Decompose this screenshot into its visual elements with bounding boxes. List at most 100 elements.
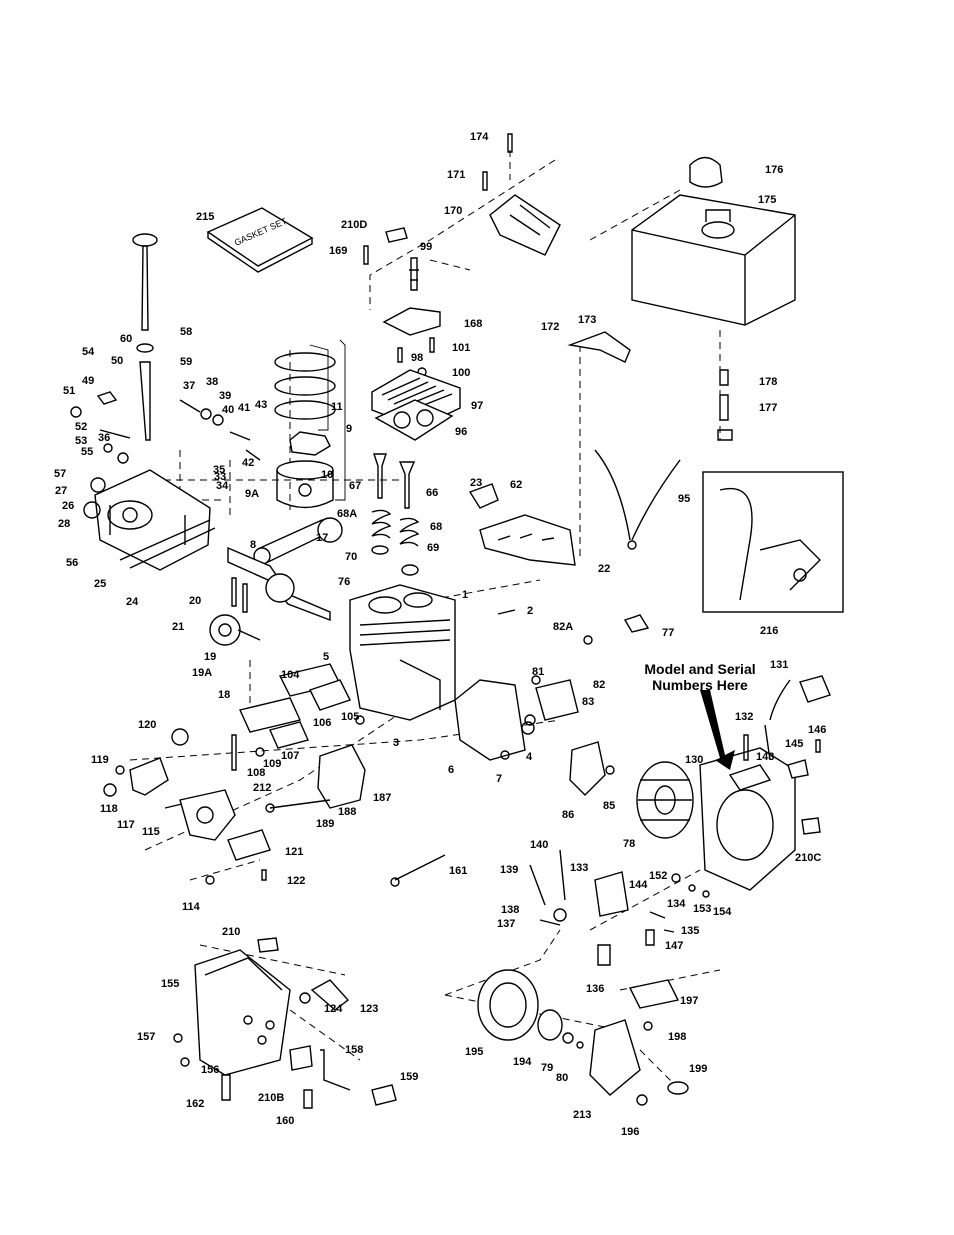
part-number-label: 143 bbox=[756, 751, 774, 763]
part-number-label: 18 bbox=[218, 689, 230, 701]
part-number-label: 134 bbox=[667, 898, 686, 910]
crankshaft bbox=[227, 546, 331, 622]
part-number-label: 100 bbox=[452, 367, 470, 379]
part-number-label: 1 bbox=[462, 589, 468, 601]
part-number-label: 169 bbox=[329, 245, 347, 257]
part-number-label: 136 bbox=[586, 983, 604, 995]
part-number-label: 101 bbox=[452, 342, 470, 354]
part-number-label: 60 bbox=[120, 333, 132, 345]
part-number-label: 137 bbox=[497, 918, 515, 930]
part-number-label: 9 bbox=[346, 423, 352, 435]
part-drawings: GASKET SET bbox=[70, 133, 844, 1109]
part-number-label: 155 bbox=[161, 978, 179, 990]
part-number-label: 178 bbox=[759, 376, 777, 388]
part-number-label: 42 bbox=[242, 457, 254, 469]
flywheel bbox=[636, 761, 694, 839]
part-number-label: 10 bbox=[321, 469, 333, 481]
part-number-label: 22 bbox=[598, 563, 610, 575]
part-number-label: 187 bbox=[373, 792, 391, 804]
part-number-label: 58 bbox=[180, 326, 192, 338]
part-number-label: 83 bbox=[582, 696, 594, 708]
part-number-label: 70 bbox=[345, 551, 357, 563]
part-number-label: 105 bbox=[341, 711, 359, 723]
part-number-label: 9A bbox=[245, 488, 259, 500]
part-number-label: 96 bbox=[455, 426, 467, 438]
part-number-label: 25 bbox=[94, 578, 106, 590]
part-number-label: 173 bbox=[578, 314, 596, 326]
part-number-label: 115 bbox=[142, 826, 160, 838]
part-number-label: 107 bbox=[281, 750, 299, 762]
part-number-label: 189 bbox=[316, 818, 334, 830]
part-number-label: 131 bbox=[770, 659, 788, 671]
part-number-label: 158 bbox=[345, 1044, 363, 1056]
part-number-label: 79 bbox=[541, 1062, 553, 1074]
part-number-label: 97 bbox=[471, 400, 483, 412]
part-number-label: 154 bbox=[713, 906, 732, 918]
part-number-label: 66 bbox=[426, 487, 438, 499]
part-number-label: 52 bbox=[75, 421, 87, 433]
part-number-labels: 1234567899A101117181919A2021222324252627… bbox=[54, 131, 826, 1138]
part-number-label: 109 bbox=[263, 758, 281, 770]
part-number-label: 177 bbox=[759, 402, 777, 414]
part-number-label: 213 bbox=[573, 1109, 591, 1121]
part-number-label: 145 bbox=[785, 738, 803, 750]
part-number-label: 106 bbox=[313, 717, 331, 729]
part-number-label: 23 bbox=[470, 477, 482, 489]
part-number-label: 121 bbox=[285, 846, 303, 858]
part-number-label: 146 bbox=[808, 724, 826, 736]
part-number-label: 168 bbox=[464, 318, 482, 330]
part-number-label: 162 bbox=[186, 1098, 204, 1110]
part-number-label: 56 bbox=[66, 557, 78, 569]
part-number-label: 98 bbox=[411, 352, 423, 364]
part-number-label: 67 bbox=[349, 480, 361, 492]
assembly-guide-lines bbox=[129, 150, 721, 1091]
part-number-label: 82A bbox=[553, 621, 573, 633]
part-number-label: 130 bbox=[685, 754, 703, 766]
part-number-label: 82 bbox=[593, 679, 605, 691]
part-number-label: 41 bbox=[238, 402, 250, 414]
part-number-label: 62 bbox=[510, 479, 522, 491]
part-number-label: 76 bbox=[338, 576, 350, 588]
part-number-label: 174 bbox=[470, 131, 489, 143]
part-number-label: 24 bbox=[126, 596, 139, 608]
part-number-label: 34 bbox=[216, 480, 229, 492]
part-number-label: 138 bbox=[501, 904, 519, 916]
carburetor bbox=[164, 789, 236, 841]
part-number-label: 85 bbox=[603, 800, 615, 812]
part-number-label: 157 bbox=[137, 1031, 155, 1043]
rewind-starter bbox=[477, 969, 539, 1041]
part-number-label: 210C bbox=[795, 852, 821, 864]
part-number-label: 216 bbox=[760, 625, 778, 637]
part-number-label: 104 bbox=[281, 669, 300, 681]
part-number-label: 2 bbox=[527, 605, 533, 617]
part-number-label: 198 bbox=[668, 1031, 686, 1043]
part-number-label: 124 bbox=[324, 1003, 343, 1015]
part-number-label: 37 bbox=[183, 380, 195, 392]
part-number-label: 122 bbox=[287, 875, 305, 887]
part-number-label: 176 bbox=[765, 164, 783, 176]
part-number-label: 86 bbox=[562, 809, 574, 821]
part-number-label: 199 bbox=[689, 1063, 707, 1075]
part-number-label: 108 bbox=[247, 767, 265, 779]
part-number-label: 119 bbox=[91, 754, 109, 766]
part-number-label: 135 bbox=[681, 925, 699, 937]
part-number-label: 210D bbox=[341, 219, 367, 231]
part-number-label: 210B bbox=[258, 1092, 284, 1104]
part-number-label: 36 bbox=[98, 432, 110, 444]
part-number-label: 153 bbox=[693, 903, 711, 915]
part-number-label: 139 bbox=[500, 864, 518, 876]
part-number-label: 50 bbox=[111, 355, 123, 367]
part-number-label: 40 bbox=[222, 404, 234, 416]
part-number-label: 55 bbox=[81, 446, 93, 458]
part-number-label: 8 bbox=[250, 539, 256, 551]
part-number-label: 175 bbox=[758, 194, 776, 206]
part-number-label: 95 bbox=[678, 493, 690, 505]
part-number-label: 53 bbox=[75, 435, 87, 447]
part-number-label: 152 bbox=[649, 870, 667, 882]
part-number-label: 117 bbox=[117, 819, 135, 831]
part-number-label: 140 bbox=[530, 839, 548, 851]
fuel-tank bbox=[631, 194, 796, 326]
part-number-label: 194 bbox=[513, 1056, 532, 1068]
part-number-label: 35 bbox=[213, 464, 225, 476]
